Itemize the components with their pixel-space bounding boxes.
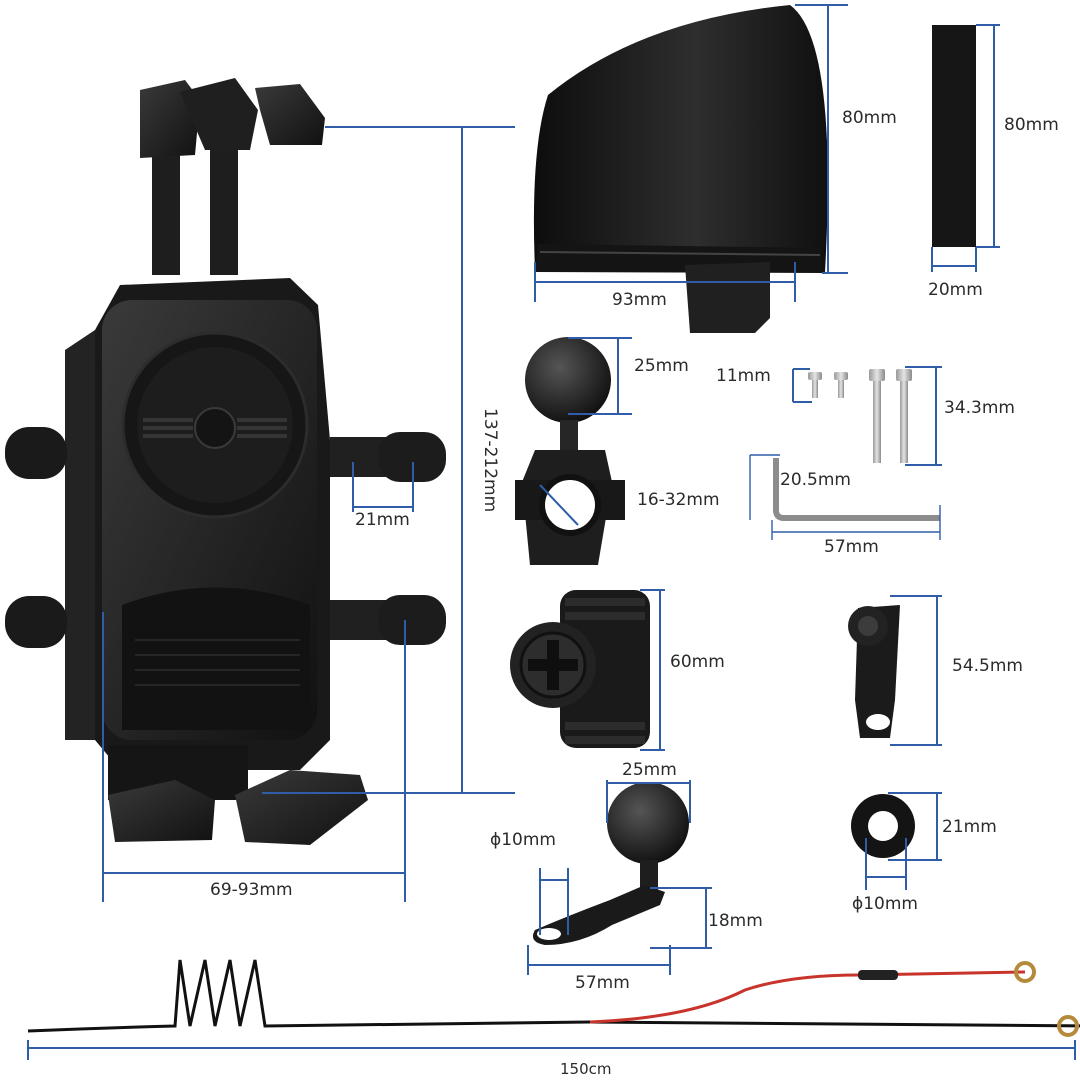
cable-dimension-lines (27, 1040, 1076, 1060)
mirror-height-label: 18mm (708, 911, 763, 931)
adapter-dimension-lines (640, 589, 665, 751)
visor-width-label: 93mm (612, 290, 667, 310)
visor-dimension-lines (534, 4, 848, 302)
mirror-length-label: 57mm (575, 973, 630, 993)
velcro-strap (932, 25, 976, 247)
bracket-dimension-lines (890, 595, 942, 746)
visor-height-label: 80mm (842, 108, 897, 128)
mirror-dimension-lines (527, 780, 712, 975)
allen-short-label: 20.5mm (780, 470, 851, 490)
mirror-mount (532, 782, 689, 945)
screw-set (808, 369, 912, 463)
screw-dimension-lines (792, 366, 942, 466)
screw-short-label: 11mm (716, 366, 771, 386)
washer-dimension-lines (865, 792, 942, 890)
allen-dimension-lines (749, 454, 941, 540)
strap-width-label: 20mm (928, 280, 983, 300)
mirror-ball-label: 25mm (622, 760, 677, 780)
allen-key (773, 458, 940, 521)
sun-visor (533, 5, 828, 333)
mirror-hole-label: ϕ10mm (490, 830, 556, 850)
handlebar-clamp (515, 337, 625, 565)
allen-long-label: 57mm (824, 537, 879, 557)
ball-diameter-label: 25mm (634, 356, 689, 376)
mounting-bracket (848, 605, 900, 738)
clamp-dimension-lines (539, 337, 632, 526)
holder-height-label: 137-212mm (480, 408, 500, 513)
strap-dimension-lines (931, 24, 1000, 272)
cable-length-label: 150cm (560, 1060, 612, 1078)
phone-holder (5, 78, 446, 845)
holder-dimension-lines (102, 126, 515, 902)
screw-long-label: 34.3mm (944, 398, 1015, 418)
strap-height-label: 80mm (1004, 115, 1059, 135)
clamp-range-label: 16-32mm (637, 490, 720, 510)
holder-arm-label: 21mm (355, 510, 410, 530)
holder-width-label: 69-93mm (210, 880, 293, 900)
ball-adapter (510, 590, 650, 748)
adapter-height-label: 60mm (670, 652, 725, 672)
power-cable (27, 959, 1080, 1037)
bracket-height-label: 54.5mm (952, 656, 1023, 676)
washer-outer-label: 21mm (942, 817, 997, 837)
washer-inner-label: ϕ10mm (852, 894, 918, 914)
